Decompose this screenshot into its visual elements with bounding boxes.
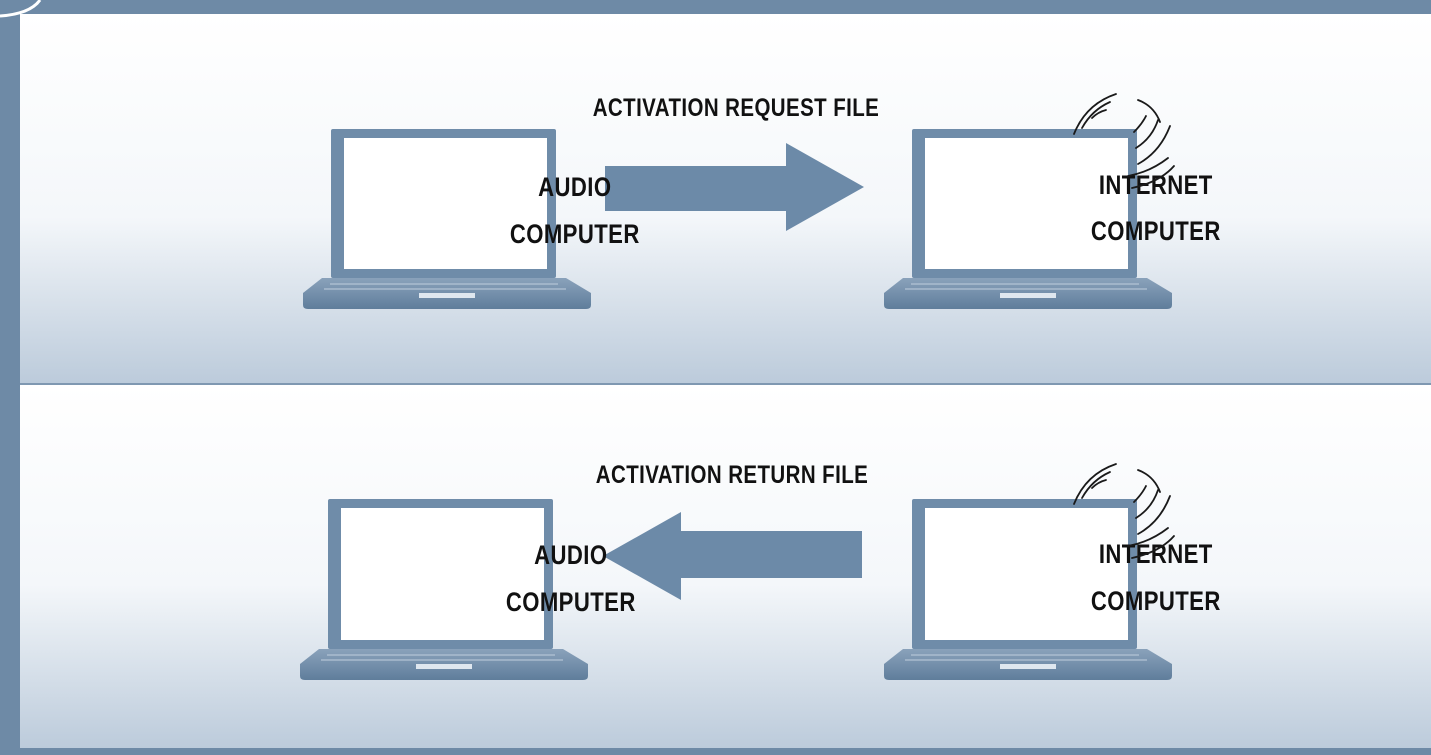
bottom-internet-computer-laptop: INTERNET COMPUTER: [884, 463, 1221, 680]
top-right-screen-line1: INTERNET: [1099, 171, 1213, 201]
frame-bottom-bar: [0, 748, 1431, 755]
frame-top-bar: [0, 0, 1431, 14]
top-left-screen-line1: AUDIO: [538, 173, 611, 203]
bottom-right-screen-line2: COMPUTER: [1091, 587, 1221, 617]
bottom-file-label: ACTIVATION RETURN FILE: [596, 460, 868, 488]
bottom-left-screen-line1: AUDIO: [534, 541, 607, 571]
wireless-signal-icon: [1073, 93, 1175, 189]
laptop-icon: [300, 499, 588, 680]
laptop-icon: [303, 129, 591, 309]
bottom-right-screen-line1: INTERNET: [1099, 540, 1213, 570]
bottom-left-screen-line2: COMPUTER: [506, 588, 636, 618]
top-right-screen-line2: COMPUTER: [1091, 217, 1221, 247]
wireless-signal-icon: [1073, 463, 1175, 559]
left-arrow-icon: [603, 512, 862, 600]
top-file-label: ACTIVATION REQUEST FILE: [593, 93, 880, 121]
top-left-screen-line2: COMPUTER: [510, 220, 640, 250]
corner-circle-fragment: [0, 0, 42, 18]
top-internet-computer-laptop: INTERNET COMPUTER: [884, 93, 1221, 309]
laptop-icon: [884, 129, 1172, 309]
laptop-icon: [884, 499, 1172, 680]
top-audio-computer-laptop: AUDIO COMPUTER: [303, 129, 640, 309]
bottom-audio-computer-laptop: AUDIO COMPUTER: [300, 499, 636, 680]
frame-left-bar: [0, 0, 20, 755]
panel-divider: [20, 383, 1431, 385]
right-arrow-icon: [605, 143, 864, 231]
